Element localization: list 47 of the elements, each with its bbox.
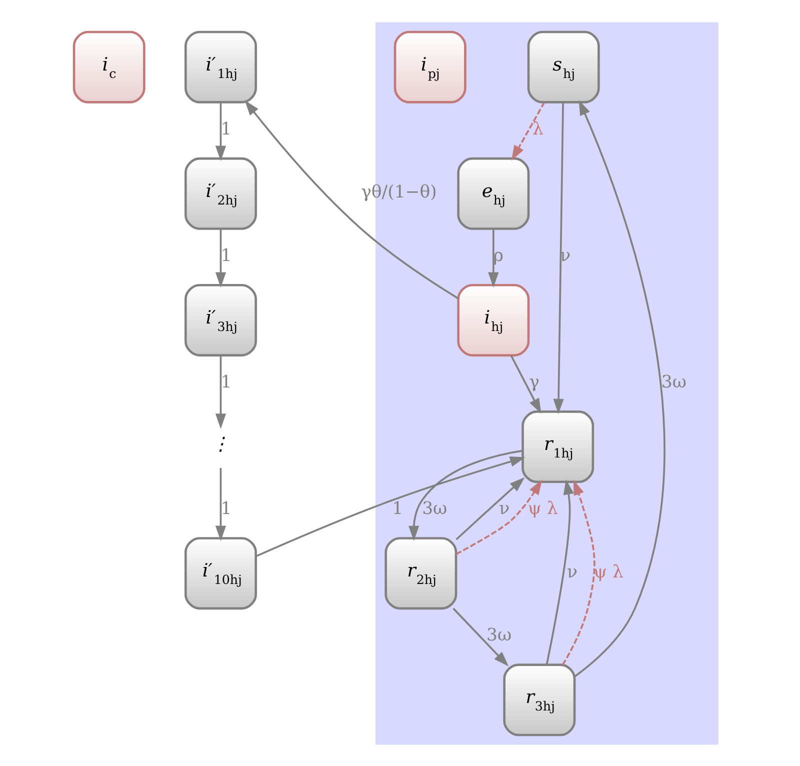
node-box: i$_{hj}$ (456, 283, 530, 356)
edge-label: 1 (220, 118, 232, 139)
arrow (455, 476, 524, 540)
arrow (561, 479, 595, 665)
arrow (545, 478, 574, 664)
edge-label: γθ/(1−θ) (360, 182, 436, 202)
edge-label: ν (560, 245, 570, 266)
node-text: ⋮ (211, 434, 230, 454)
arrow (408, 449, 522, 541)
arrow (552, 102, 564, 414)
edge-label: 3ω (422, 498, 447, 519)
edge-label: ψ λ (527, 498, 558, 519)
arrow (214, 228, 226, 287)
arrow (574, 99, 664, 677)
arrow (244, 100, 458, 299)
node-box: r$_{1hj}$ (521, 410, 594, 483)
node-box: r$_{3hj}$ (502, 663, 576, 736)
node-box: i′$_{2hj}$ (184, 156, 256, 230)
node-box: e$_{hj}$ (456, 156, 530, 230)
node-box: r$_{2hj}$ (384, 536, 457, 610)
edge-label: 1 (220, 498, 232, 519)
arrow (214, 354, 226, 428)
edge-label: ρ (492, 245, 504, 266)
edge-label: γ (528, 372, 539, 392)
node-box: i′$_{3hj}$ (184, 283, 256, 356)
edge-label: 1 (392, 498, 403, 519)
arrow (510, 354, 541, 414)
edge-label: 1 (220, 245, 232, 266)
edge-label: λ (532, 118, 543, 139)
arrow (452, 607, 508, 666)
arrow (510, 101, 545, 160)
node-box: i′$_{1hj}$ (184, 30, 256, 103)
edge-label: 3ω (660, 372, 686, 392)
arrow (455, 479, 542, 554)
edge-label: 1 (220, 372, 232, 392)
arrow (255, 456, 525, 557)
arrow (488, 228, 498, 287)
arrow (214, 467, 226, 540)
edge-label: ψ λ (593, 562, 623, 582)
arrow (214, 102, 226, 160)
edge-label: 3ω (486, 625, 512, 646)
edge-label: ν (566, 562, 578, 582)
node-box: i′$_{10hj}$ (184, 536, 256, 610)
node-box: i$_{c}$ (72, 30, 145, 103)
node-box: i$_{pj}$ (393, 30, 466, 103)
node-box: s$_{hj}$ (526, 30, 600, 103)
edge-label: ν (498, 498, 510, 519)
